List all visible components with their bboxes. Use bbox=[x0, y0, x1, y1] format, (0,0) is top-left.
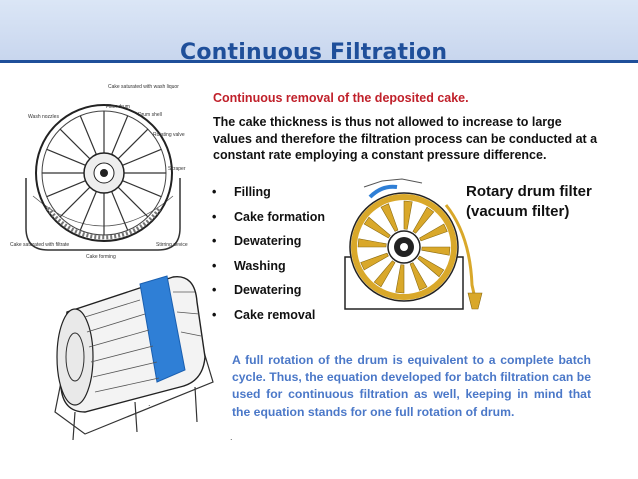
step-label: Filling bbox=[234, 185, 271, 199]
stray-mark: . bbox=[230, 432, 233, 442]
step-label: Dewatering bbox=[234, 234, 302, 248]
label-scraper: Scraper bbox=[168, 166, 186, 172]
rotary-drum-caption: Rotary drum filter (vacuum filter) bbox=[466, 182, 592, 222]
rotary-caption-line1: Rotary drum filter bbox=[466, 183, 592, 200]
list-item: • Dewatering bbox=[212, 234, 325, 259]
bullet: • bbox=[212, 209, 217, 224]
step-label: Cake removal bbox=[234, 307, 316, 322]
process-steps-list: • Filling • Cake formation • Dewatering • Wa… bbox=[212, 185, 325, 332]
rotary-caption-line2: (vacuum filter) bbox=[466, 203, 570, 220]
label-drum-shell: Drum shell bbox=[138, 112, 162, 118]
label-cake-filtrate: Cake saturated with filtrate bbox=[10, 242, 69, 248]
label-stirring-device: Stirring device bbox=[156, 242, 188, 248]
list-item: • Washing bbox=[212, 259, 325, 284]
label-cake-wash: Cake saturated with wash liquor bbox=[108, 84, 179, 90]
label-wash-nozzles: Wash nozzles bbox=[28, 114, 59, 120]
bullet: • bbox=[212, 283, 217, 297]
list-item: • Cake formation bbox=[212, 210, 325, 235]
rotation-note: A full rotation of the drum is equivalen… bbox=[232, 353, 591, 419]
step-label: Washing bbox=[234, 258, 286, 273]
bullet: • bbox=[212, 307, 217, 322]
header-rule bbox=[0, 60, 638, 63]
rotary-drum-diagram bbox=[342, 175, 494, 315]
bullet: • bbox=[212, 185, 217, 199]
drum-filter-drawing bbox=[45, 262, 217, 450]
drum-schematic-figure: Cake saturated with wash liquor Filter d… bbox=[8, 78, 203, 260]
bullet: • bbox=[212, 258, 217, 273]
step-label: Cake formation bbox=[234, 209, 325, 224]
label-filter-drum: Filter drum bbox=[106, 104, 130, 110]
label-cake-forming: Cake forming bbox=[86, 254, 116, 260]
bullet: • bbox=[212, 234, 217, 248]
list-item: • Filling bbox=[212, 185, 325, 210]
section-subtitle: Continuous removal of the deposited cake… bbox=[213, 91, 469, 105]
slide-title: Continuous Filtration bbox=[180, 40, 448, 65]
stray-mark: . bbox=[148, 398, 151, 408]
step-label: Dewatering bbox=[234, 283, 302, 297]
list-item: • Dewatering bbox=[212, 283, 325, 308]
intro-paragraph: The cake thickness is thus not allowed t… bbox=[213, 115, 598, 163]
label-rotating-valve: Rotating valve bbox=[153, 132, 185, 138]
list-item: • Cake removal bbox=[212, 308, 325, 333]
